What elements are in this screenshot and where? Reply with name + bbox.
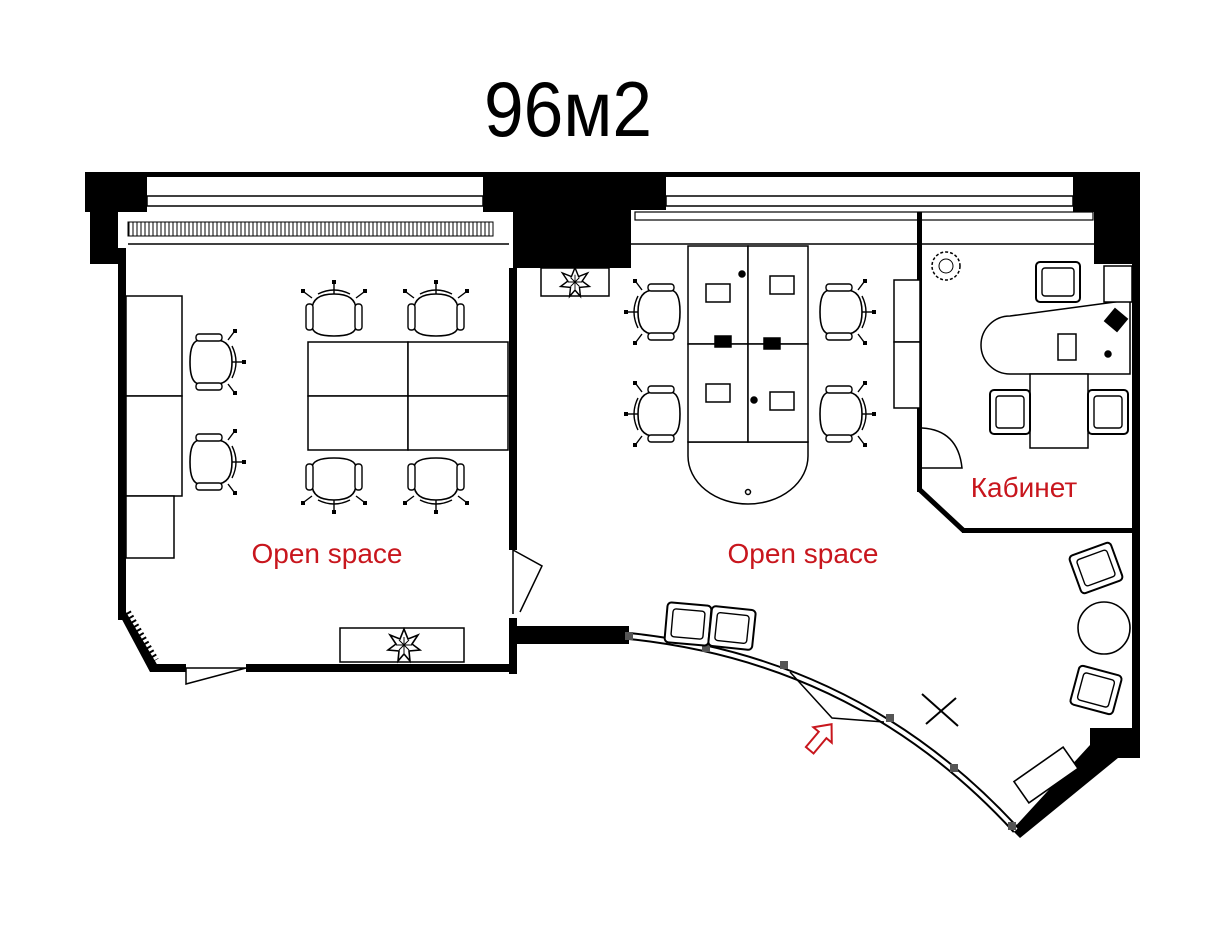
- center-desk-cluster: [687, 245, 809, 505]
- left-diagonal-wall: [118, 612, 158, 672]
- right-diagonal-wall: [1012, 730, 1140, 838]
- office-furniture: [980, 265, 1133, 449]
- walls: [85, 172, 1140, 758]
- office-diagonal-wall: [918, 488, 966, 533]
- left-planter: [339, 627, 465, 663]
- office-label: Кабинет: [971, 472, 1078, 503]
- waiting-seats: [663, 601, 757, 652]
- center-open-space-label: Open space: [728, 538, 879, 569]
- left-storage: [125, 295, 183, 559]
- entrance-arrow-icon: [804, 723, 833, 755]
- left-open-space-label: Open space: [252, 538, 403, 569]
- office-plant: [931, 251, 961, 281]
- plan-title: 96м2: [484, 65, 652, 153]
- left-diagonal-hatch: [125, 610, 159, 662]
- doors: [185, 427, 963, 723]
- left-desks: [307, 341, 509, 451]
- x-mark: [921, 693, 959, 727]
- center-planter: [540, 266, 610, 298]
- lounge-seating: [1012, 540, 1131, 804]
- top-windows: [127, 195, 1094, 245]
- center-cabinet: [893, 279, 921, 409]
